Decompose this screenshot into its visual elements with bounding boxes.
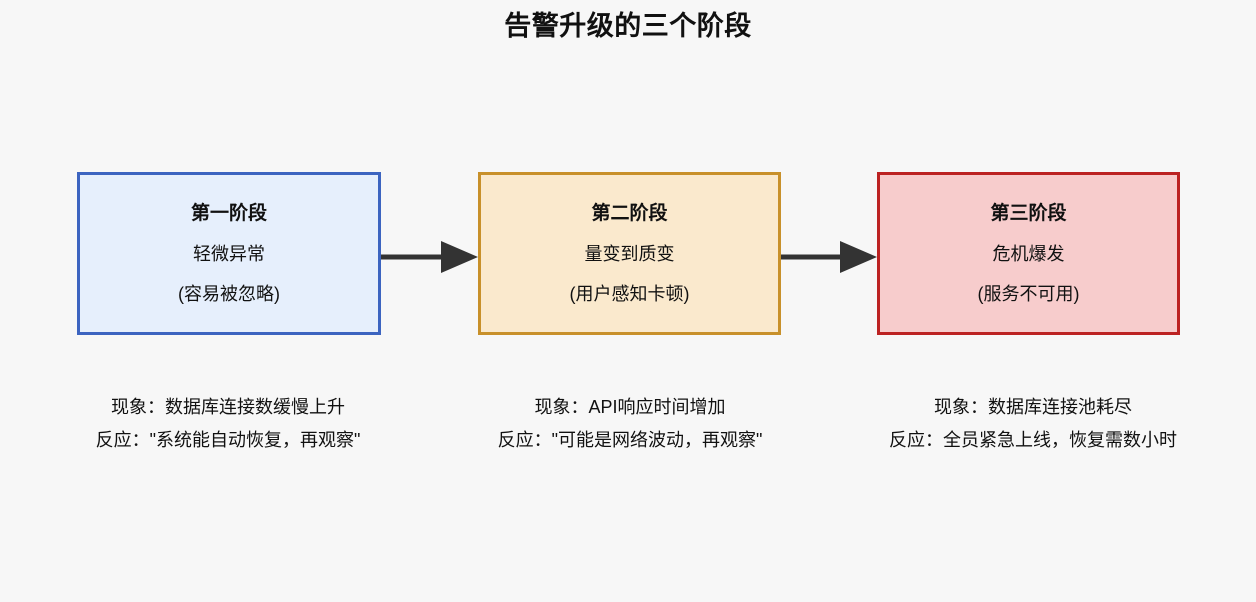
stage-box-2[interactable]: 第二阶段 量变到质变 (用户感知卡顿) [478, 172, 781, 335]
stage-3-reaction: 反应：全员紧急上线，恢复需数小时 [889, 430, 1177, 450]
arrow-stage1-to-stage2 [381, 239, 479, 275]
stage-1-phenomenon: 现象：数据库连接数缓慢上升 [111, 397, 345, 417]
stage-1-title: 第一阶段 [190, 203, 267, 224]
stage-3-caption-group: 现象：数据库连接池耗尽 反应：全员紧急上线，恢复需数小时 [823, 391, 1243, 457]
stage-2-subtitle: 量变到质变 [584, 244, 675, 264]
stage-1-reaction: 反应："系统能自动恢复，再观察" [95, 430, 361, 450]
stage-3-note: (服务不可用) [977, 284, 1080, 304]
stage-1-caption-group: 现象：数据库连接数缓慢上升 反应："系统能自动恢复，再观察" [18, 391, 438, 457]
stage-2-phenomenon: 现象：API响应时间增加 [534, 397, 726, 417]
page-title: 告警升级的三个阶段 [504, 11, 752, 41]
stage-3-phenomenon: 现象：数据库连接池耗尽 [934, 397, 1132, 417]
stage-1-note: (容易被忽略) [178, 284, 280, 304]
stage-3-subtitle: 危机爆发 [992, 244, 1065, 264]
stage-2-note: (用户感知卡顿) [569, 284, 690, 304]
stage-2-caption-group: 现象：API响应时间增加 反应："可能是网络波动，再观察" [427, 391, 833, 457]
stage-3-title: 第三阶段 [990, 203, 1067, 224]
arrow-stage2-to-stage3 [781, 239, 878, 275]
stage-box-1[interactable]: 第一阶段 轻微异常 (容易被忽略) [77, 172, 381, 335]
stage-1-subtitle: 轻微异常 [193, 244, 265, 264]
arrow-right-icon [381, 241, 478, 273]
stage-2-reaction: 反应："可能是网络波动，再观察" [497, 430, 763, 450]
stage-box-3[interactable]: 第三阶段 危机爆发 (服务不可用) [877, 172, 1180, 335]
arrow-right-icon [781, 241, 877, 273]
stage-2-title: 第二阶段 [591, 203, 668, 224]
